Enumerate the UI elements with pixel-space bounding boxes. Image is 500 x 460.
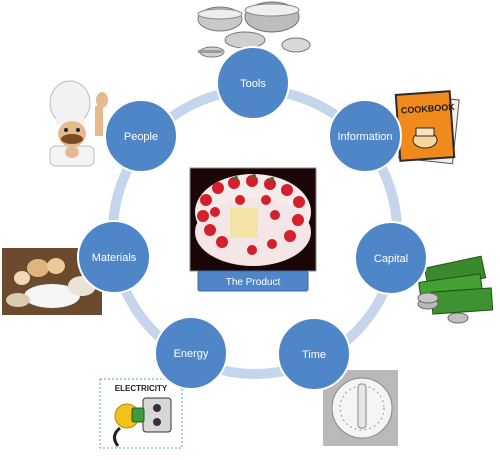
electricity-title: ELECTRICITY: [115, 384, 168, 393]
node-label-information: Information: [337, 131, 392, 143]
node-time: Time: [277, 317, 351, 391]
node-label-time: Time: [302, 349, 326, 361]
node-label-tools: Tools: [240, 78, 266, 90]
product-label-box: The Product: [197, 270, 309, 292]
node-label-people: People: [124, 131, 158, 143]
node-label-energy: Energy: [174, 348, 209, 360]
product-image: [189, 167, 317, 272]
node-information: Information: [328, 99, 402, 173]
mixing-bowls-image: [197, 1, 311, 58]
node-energy: Energy: [154, 316, 228, 390]
node-label-materials: Materials: [92, 252, 137, 264]
cookbook-image: COOKBOOK: [394, 90, 460, 165]
cookbook-title: COOKBOOK: [401, 102, 456, 116]
chef-image: [49, 80, 108, 167]
node-people: People: [104, 99, 178, 173]
node-label-capital: Capital: [374, 253, 408, 265]
product-label: The Product: [226, 277, 281, 288]
cash-image: [417, 255, 494, 324]
node-materials: Materials: [77, 220, 151, 294]
node-tools: Tools: [216, 46, 290, 120]
node-capital: Capital: [354, 221, 428, 295]
electricity-image: ELECTRICITY: [99, 378, 183, 449]
